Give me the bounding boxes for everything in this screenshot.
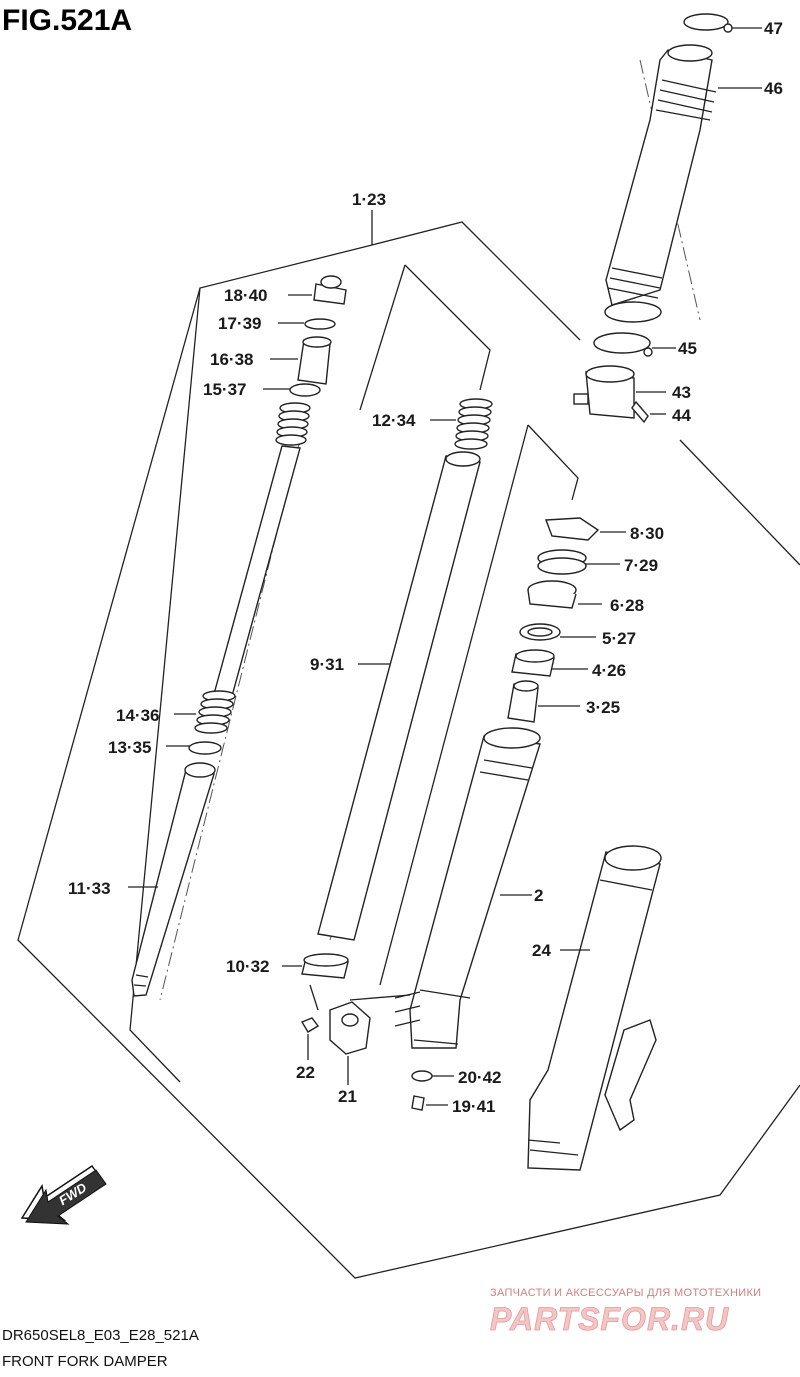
bolt-19-41 [411, 1095, 425, 1111]
assembly-outline-top [371, 221, 581, 341]
watermark-tagline: ЗАПЧАСТИ И АКСЕССУАРЫ ДЛЯ МОТОТЕХНИКИ [490, 1287, 761, 1299]
figure-caption: FRONT FORK DAMPER [2, 1353, 168, 1370]
boot-top [667, 44, 713, 62]
screw-44 [631, 400, 649, 424]
caliper-mount [604, 1019, 657, 1132]
damper-rod [213, 445, 301, 697]
figure-title: FIG.521A [2, 4, 132, 37]
label-2: 2 [534, 886, 543, 905]
washer-20-42 [411, 1070, 433, 1082]
outer-tube-24-ring [599, 879, 653, 891]
nut-22 [300, 1017, 320, 1033]
label-19-41: 19·41 [452, 1097, 495, 1116]
model-code: DR650SEL8_E03_E28_521A [2, 1327, 199, 1344]
label-14-36: 14·36 [116, 706, 159, 725]
cylinder-bottom-ribs [133, 974, 149, 987]
inner-outline-bracket [309, 984, 319, 1011]
fork-boot-46 [605, 49, 713, 306]
label-24: 24 [532, 941, 551, 960]
outer-tube-bottom-lines [413, 989, 471, 1045]
seal-8-30 [545, 517, 600, 541]
label-16-38: 16·38 [210, 350, 253, 369]
label-18-40: 18·40 [224, 286, 267, 305]
outer-tube-studs [394, 991, 421, 1027]
outer-tube-rings [479, 759, 533, 781]
boot-ribs-bottom [607, 267, 663, 299]
inner-outline-right-top [527, 424, 579, 501]
ring-13-35 [188, 741, 222, 755]
label-43: 43 [672, 383, 691, 402]
label-10-32: 10·32 [226, 957, 269, 976]
clamp-screw-47 [723, 23, 733, 33]
label-3-25: 3·25 [586, 698, 620, 717]
inner-outline-right-left [379, 424, 529, 986]
label-47: 47 [764, 19, 783, 38]
outer-tube-24-bottom [527, 1139, 579, 1156]
cap-bolt-18-40 [313, 283, 347, 305]
outer-tube-2 [409, 735, 541, 1049]
label-22: 22 [296, 1063, 315, 1082]
fwd-arrow-icon: FWD [20, 1164, 107, 1225]
label-8-30: 8·30 [630, 524, 664, 543]
label-20-42: 20·42 [458, 1068, 501, 1087]
clamp-47 [683, 13, 729, 31]
assembly-outline-right [679, 439, 800, 566]
spring-12-34 [454, 398, 493, 450]
label-13-35: 13·35 [108, 738, 151, 757]
label-12-34: 12·34 [372, 411, 416, 430]
label-5-27: 5·27 [602, 629, 636, 648]
label-15-37: 15·37 [203, 380, 246, 399]
washer-15-37 [289, 383, 321, 397]
bracket-21 [329, 1001, 371, 1055]
boot-ribs-top [655, 79, 717, 121]
boot-bottom [604, 301, 662, 323]
watermark-brand: PARTSFOR.RU [490, 1301, 729, 1337]
label-21: 21 [338, 1087, 357, 1106]
outer-tube-24 [527, 851, 661, 1171]
inner-outline-mid-left [359, 264, 406, 411]
assembly-outline [17, 244, 800, 1279]
label-9-31: 9·31 [310, 655, 344, 674]
inner-outline-left [129, 287, 201, 1083]
label-11-33: 11·33 [68, 879, 111, 898]
spring-14-36 [194, 690, 236, 734]
label-1-23: 1·23 [352, 190, 386, 209]
holder-tab [573, 393, 589, 405]
inner-outline-mid-top [404, 264, 491, 391]
label-45: 45 [678, 339, 697, 358]
label-7-29: 7·29 [624, 556, 658, 575]
label-17-39: 17·39 [218, 314, 261, 333]
clamp-45 [593, 332, 651, 354]
o-ring-17-39 [304, 318, 336, 330]
spring-top-left [275, 402, 311, 446]
label-46: 46 [764, 79, 783, 98]
label-44: 44 [672, 406, 691, 425]
label-6-28: 6·28 [610, 596, 644, 615]
label-4-26: 4·26 [592, 661, 626, 680]
